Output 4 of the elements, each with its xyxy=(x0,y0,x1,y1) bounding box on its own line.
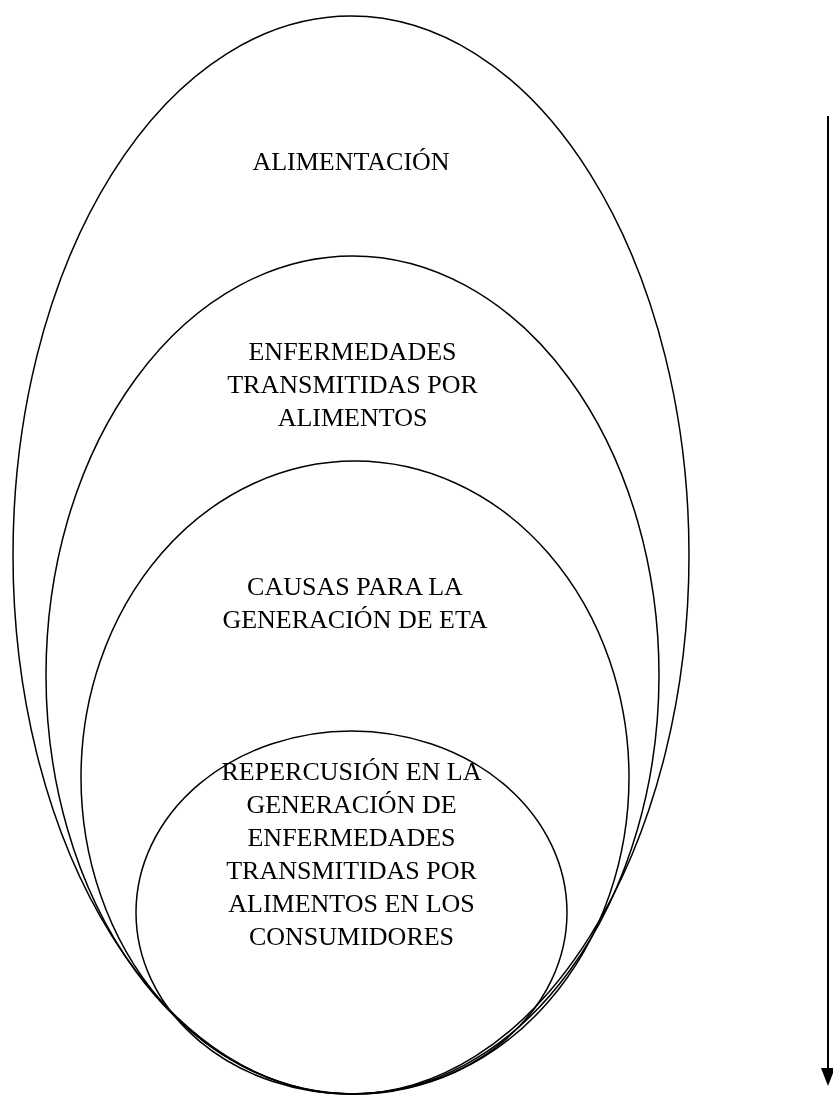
section-label: ALIMENTACIÓN xyxy=(251,146,451,178)
section-label: REPERCUSIÓN EN LA GENERACIÓN DE ENFERMEDADES TRANSMITIDAS POR ALIMENTOS EN LOS CONSUMIDORES xyxy=(220,756,483,953)
section-label: CAUSAS PARA LA GENERACIÓN DE ETA xyxy=(221,571,489,636)
section-label: ENFERMEDADES TRANSMITIDAS POR ALIMENTOS xyxy=(226,336,479,434)
